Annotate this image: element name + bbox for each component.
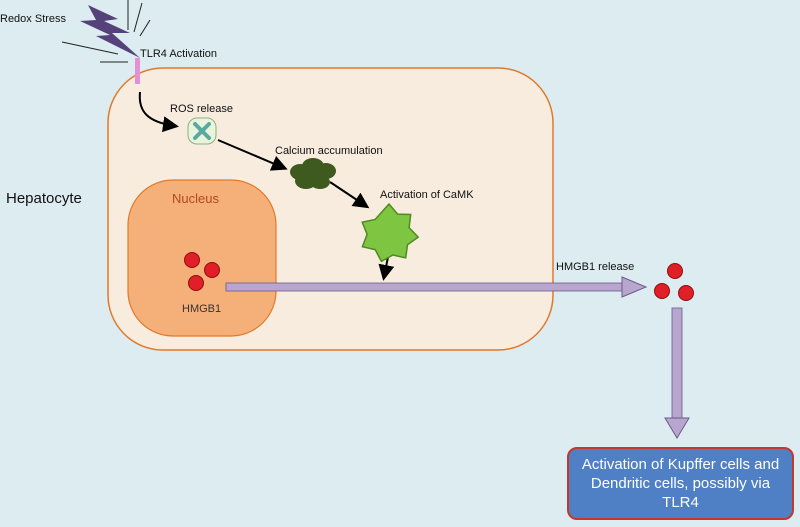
redox-stress-label: Redox Stress <box>0 13 67 25</box>
tlr4-receptor <box>135 58 140 84</box>
calcium-accumulation-label: Calcium accumulation <box>275 145 383 157</box>
hmgb1-label: HMGB1 <box>182 303 221 315</box>
camk-star-icon <box>361 202 420 263</box>
calcium-cluster-icon <box>290 158 336 189</box>
ros-release-label: ROS release <box>170 103 233 115</box>
tlr4-activation-label: TLR4 Activation <box>140 48 217 60</box>
ros-molecule-icon <box>187 117 217 145</box>
outcome-text: Activation of Kupffer cells and Dendriti… <box>581 456 780 511</box>
released-hmgb1-icon <box>654 263 694 301</box>
hmgb1-molecules-icon <box>184 252 220 291</box>
tlr4-to-ros-arrow <box>138 91 179 133</box>
hmgb1-release-arrow <box>225 276 648 298</box>
nucleus-label: Nucleus <box>172 191 219 206</box>
outcome-arrow <box>664 307 690 439</box>
hepatocyte-label: Hepatocyte <box>6 190 82 207</box>
lightning-bolt-icon <box>61 0 151 63</box>
hmgb1-release-label: HMGB1 release <box>556 261 634 273</box>
nucleus <box>127 179 277 337</box>
calcium-to-camk-arrow <box>329 181 370 209</box>
camk-activation-label: Activation of CaMK <box>380 189 474 201</box>
outcome-box: Activation of Kupffer cells and Dendriti… <box>567 447 794 520</box>
ros-to-calcium-arrow <box>217 139 288 171</box>
